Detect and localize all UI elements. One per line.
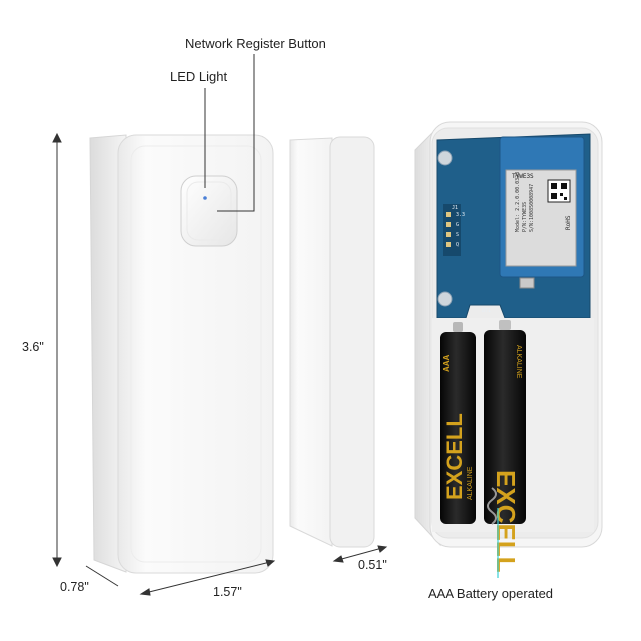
pcb-pin-label: 3.3 bbox=[456, 212, 465, 218]
network-register-button-label: Network Register Button bbox=[185, 36, 326, 51]
width-dimension: 1.57" bbox=[213, 585, 242, 599]
led-light-indicator bbox=[203, 196, 207, 200]
pcb-pin-label: G bbox=[456, 222, 459, 228]
wifi-module-sn: S/N:100850008947 bbox=[529, 184, 535, 232]
aaa-battery-right: EXCELL ALKALINE bbox=[484, 320, 526, 573]
led-light-label: LED Light bbox=[170, 69, 228, 84]
rohs-mark: RoHS bbox=[565, 215, 572, 230]
magnet-body bbox=[289, 136, 375, 548]
pcb-pin-label: Q bbox=[456, 242, 459, 248]
battery-word-left: ALKALINE bbox=[467, 466, 474, 500]
wifi-module-pn: P/N:TYWE3S bbox=[522, 202, 528, 232]
battery-brand-left: EXCELL bbox=[442, 413, 467, 500]
qr-code-icon bbox=[547, 179, 571, 203]
height-dimension: 3.6" bbox=[22, 340, 44, 354]
sensor-main-body bbox=[89, 134, 274, 574]
network-register-button[interactable] bbox=[180, 175, 238, 247]
wifi-module-name: TYWE3S bbox=[512, 173, 534, 180]
battery-brand-right: EXCELL bbox=[491, 470, 521, 573]
battery-word-right: ALKALINE bbox=[515, 345, 522, 379]
aaa-battery-left: EXCELL ALKALINE AAA bbox=[440, 322, 476, 524]
pcb-pin-label: S bbox=[456, 232, 459, 238]
wifi-module: TYWE3S Model: 2.2.0.00.0328 P/N:TYWE3S S… bbox=[499, 136, 585, 278]
callout-lines bbox=[204, 54, 499, 578]
battery-label: AAA Battery operated bbox=[428, 586, 554, 601]
pcb-pin-header-label: J1 bbox=[452, 205, 458, 211]
depth-dimension: 0.78" bbox=[60, 580, 89, 594]
battery-size-left: AAA bbox=[442, 354, 451, 372]
magnet-width-dimension: 0.51" bbox=[358, 558, 387, 572]
dimension-lines bbox=[52, 132, 388, 596]
wifi-module-model: Model: 2.2.0.00.0328 bbox=[515, 172, 521, 232]
pcb-marking: BT1 bbox=[482, 308, 491, 314]
